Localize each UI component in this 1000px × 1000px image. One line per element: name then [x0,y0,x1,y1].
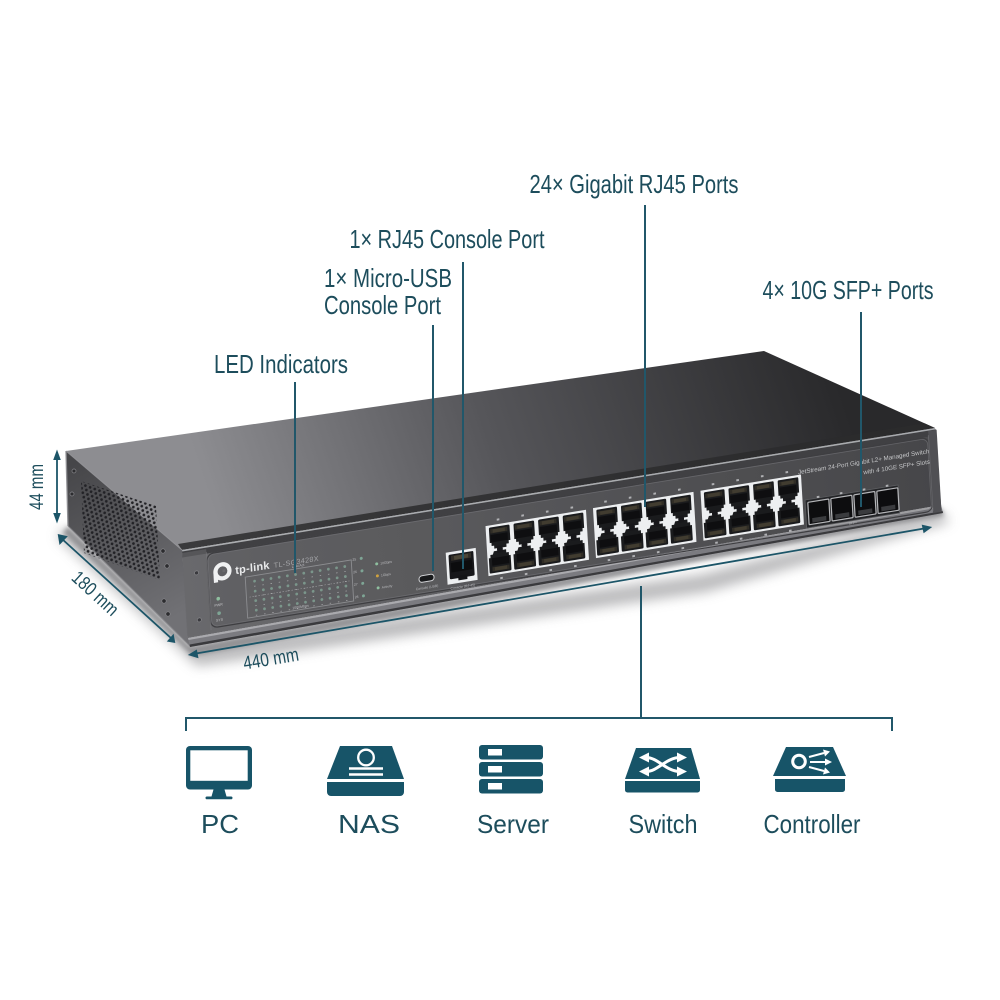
svg-text:PC: PC [201,809,239,839]
svg-text:Server: Server [477,809,549,839]
svg-text:LED Indicators: LED Indicators [214,349,348,379]
svg-text:1× Micro-USB: 1× Micro-USB [324,263,452,293]
svg-text:44 mm: 44 mm [27,464,48,510]
svg-text:1Gbps: 1Gbps [381,572,391,578]
svg-text:26: 26 [353,570,357,575]
svg-text:27: 27 [354,582,358,587]
svg-text:Activity: Activity [382,584,393,590]
svg-text:28: 28 [355,595,359,600]
svg-text:SFP+: SFP+ [849,520,857,525]
svg-text:24× Gigabit RJ45 Ports: 24× Gigabit RJ45 Ports [530,169,739,199]
svg-text:tp-link: tp-link [235,560,271,578]
svg-text:Console (RJ-45): Console (RJ-45) [450,583,475,591]
svg-text:NAS: NAS [338,809,400,839]
svg-text:SYS: SYS [216,618,224,623]
svg-text:Console Port: Console Port [324,290,442,320]
svg-text:1× RJ45 Console Port: 1× RJ45 Console Port [350,224,546,254]
svg-text:Console (USB): Console (USB) [416,584,439,592]
svg-text:25: 25 [352,557,356,562]
svg-text:Controller: Controller [764,809,861,839]
svg-text:Switch: Switch [629,809,698,839]
svg-text:1000Mbps: 1000Mbps [292,604,309,611]
svg-text:4× 10G SFP+ Ports: 4× 10G SFP+ Ports [763,275,934,305]
svg-text:PWR: PWR [214,602,223,607]
svg-text:Link/Act: Link/Act [292,563,305,569]
svg-text:10Gbps: 10Gbps [380,560,392,566]
